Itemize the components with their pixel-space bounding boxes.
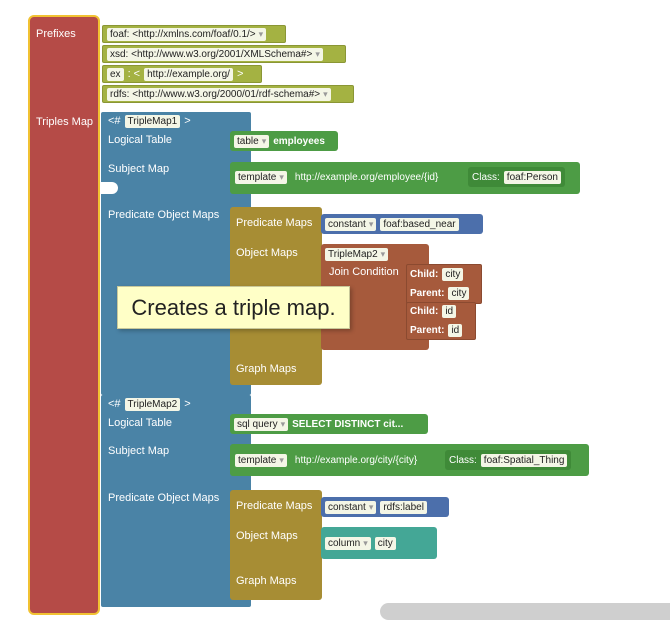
map2-predicate-block[interactable]: constant rdfs:label bbox=[321, 497, 449, 517]
map2-graph-maps-slot[interactable] bbox=[322, 574, 340, 586]
join-2-child-row: Child: id bbox=[410, 303, 457, 319]
map2-pom-label: Predicate Object Maps bbox=[108, 492, 220, 504]
map2-hash: <# bbox=[108, 398, 121, 410]
map1-class-label: Class: bbox=[472, 171, 500, 183]
join-2-child-label: Child: bbox=[410, 305, 439, 317]
map2-column-type-dropdown[interactable]: column bbox=[325, 536, 371, 550]
map2-object-maps-label: Object Maps bbox=[236, 530, 298, 542]
map1-logical-table-block[interactable]: table employees bbox=[230, 131, 338, 151]
join-2-parent-field[interactable]: id bbox=[448, 323, 463, 337]
map1-subject-row: template http://example.org/employee/{id… bbox=[231, 167, 442, 187]
tooltip: Creates a triple map. bbox=[117, 286, 350, 329]
prefix-block-rdfs[interactable]: rdfs: <http://www.w3.org/2000/01/rdf-sch… bbox=[102, 85, 354, 103]
map2-pom-block[interactable] bbox=[230, 490, 322, 600]
map1-predicate-maps-label: Predicate Maps bbox=[236, 217, 313, 229]
map2-class-field[interactable]: foaf:Spatial_Thing bbox=[480, 453, 568, 467]
map2-subject-type-dropdown[interactable]: template bbox=[235, 453, 287, 467]
map1-ref-map-row: TripleMap2 bbox=[323, 246, 390, 262]
triple-map-2-name-field[interactable]: TripleMap2 bbox=[124, 397, 181, 411]
map1-logical-type-dropdown[interactable]: table bbox=[234, 134, 270, 148]
map2-logical-table-label: Logical Table bbox=[108, 417, 173, 429]
map1-close: > bbox=[184, 115, 191, 127]
map1-graph-maps-slot[interactable] bbox=[322, 362, 340, 374]
triple-map-1-block[interactable] bbox=[100, 112, 251, 395]
map1-graph-maps-label: Graph Maps bbox=[236, 363, 297, 375]
map2-column-object-block[interactable]: column city bbox=[321, 527, 437, 559]
map2-predicate-value[interactable]: rdfs:label bbox=[380, 500, 427, 514]
triple-map-1-name-field[interactable]: TripleMap1 bbox=[124, 114, 181, 128]
triples-map-label: Triples Map bbox=[36, 116, 94, 128]
map1-pom-label: Predicate Object Maps bbox=[108, 209, 220, 221]
map2-subject-map-label: Subject Map bbox=[108, 445, 170, 457]
prefix-ex-end: > bbox=[236, 68, 244, 80]
map1-class-field[interactable]: foaf:Person bbox=[503, 170, 561, 184]
map2-predicate-type-dropdown[interactable]: constant bbox=[325, 500, 377, 514]
join-1-child-field[interactable]: city bbox=[442, 267, 464, 281]
map2-close: > bbox=[184, 398, 191, 410]
triple-map-2-block[interactable] bbox=[101, 395, 251, 607]
map1-object-maps-label: Object Maps bbox=[236, 247, 298, 259]
map1-join-condition-label: Join Condition bbox=[329, 266, 399, 278]
map2-logical-value[interactable]: SELECT DISTINCT cit... bbox=[292, 418, 404, 430]
map2-predicate-maps-label: Predicate Maps bbox=[236, 500, 313, 512]
triple-map-1-header: <# TripleMap1 > bbox=[104, 113, 195, 129]
map2-logical-type-dropdown[interactable]: sql query bbox=[234, 417, 289, 431]
map1-subject-template[interactable]: http://example.org/employee/{id} bbox=[294, 171, 439, 183]
join-2-child-field[interactable]: id bbox=[442, 304, 457, 318]
prefix-xsd-field[interactable]: xsd: <http://www.w3.org/2001/XMLSchema#> bbox=[107, 47, 323, 61]
map2-class-block[interactable]: Class: foaf:Spatial_Thing bbox=[445, 450, 572, 470]
mapping-root-block[interactable]: Prefixes Triples Map bbox=[28, 15, 100, 615]
map1-class-block[interactable]: Class: foaf:Person bbox=[468, 167, 565, 187]
join-1-parent-field[interactable]: city bbox=[448, 286, 470, 300]
map1-logical-value[interactable]: employees bbox=[273, 135, 325, 147]
join-2-parent-label: Parent: bbox=[410, 324, 445, 336]
map2-graph-maps-label: Graph Maps bbox=[236, 575, 297, 587]
prefixes-label: Prefixes bbox=[36, 28, 76, 40]
prefix-block-xsd[interactable]: xsd: <http://www.w3.org/2001/XMLSchema#> bbox=[102, 45, 346, 63]
horizontal-scrollbar[interactable] bbox=[380, 603, 670, 620]
triple-map-2-header: <# TripleMap2 > bbox=[104, 396, 195, 412]
map1-logical-table-label: Logical Table bbox=[108, 134, 173, 146]
map1-predicate-type-dropdown[interactable]: constant bbox=[325, 217, 377, 231]
map1-subject-map-label: Subject Map bbox=[108, 163, 170, 175]
prefix-foaf-field[interactable]: foaf: <http://xmlns.com/foaf/0.1/> bbox=[107, 27, 267, 41]
join-1-child-row: Child: city bbox=[410, 266, 464, 282]
map1-predicate-value[interactable]: foaf:based_near bbox=[380, 217, 459, 231]
map2-column-value[interactable]: city bbox=[374, 536, 396, 550]
join-2-parent-row: Parent: id bbox=[410, 322, 463, 338]
map1-ref-map-dropdown[interactable]: TripleMap2 bbox=[325, 247, 389, 261]
prefix-ex-sep: : < bbox=[127, 68, 141, 80]
join-1-parent-row: Parent: city bbox=[410, 285, 470, 301]
prefix-rdfs-field[interactable]: rdfs: <http://www.w3.org/2000/01/rdf-sch… bbox=[107, 87, 331, 101]
prefix-block-ex[interactable]: ex : < http://example.org/ > bbox=[102, 65, 262, 83]
map1-hash: <# bbox=[108, 115, 121, 127]
map1-predicate-block[interactable]: constant foaf:based_near bbox=[321, 214, 483, 234]
join-condition-2[interactable] bbox=[406, 302, 476, 340]
map2-subject-template[interactable]: http://example.org/city/{city} bbox=[294, 454, 418, 466]
join-1-parent-label: Parent: bbox=[410, 287, 445, 299]
map2-logical-table-block[interactable]: sql query SELECT DISTINCT cit... bbox=[230, 414, 428, 434]
join-1-child-label: Child: bbox=[410, 268, 439, 280]
map2-class-label: Class: bbox=[449, 454, 477, 466]
map2-subject-row: template http://example.org/city/{city} bbox=[231, 450, 421, 470]
map1-subject-type-dropdown[interactable]: template bbox=[235, 170, 287, 184]
prefix-ex-name[interactable]: ex bbox=[107, 67, 124, 81]
prefix-ex-uri[interactable]: http://example.org/ bbox=[144, 67, 233, 81]
statement-notch bbox=[100, 182, 118, 194]
prefix-block-foaf[interactable]: foaf: <http://xmlns.com/foaf/0.1/> bbox=[102, 25, 286, 43]
